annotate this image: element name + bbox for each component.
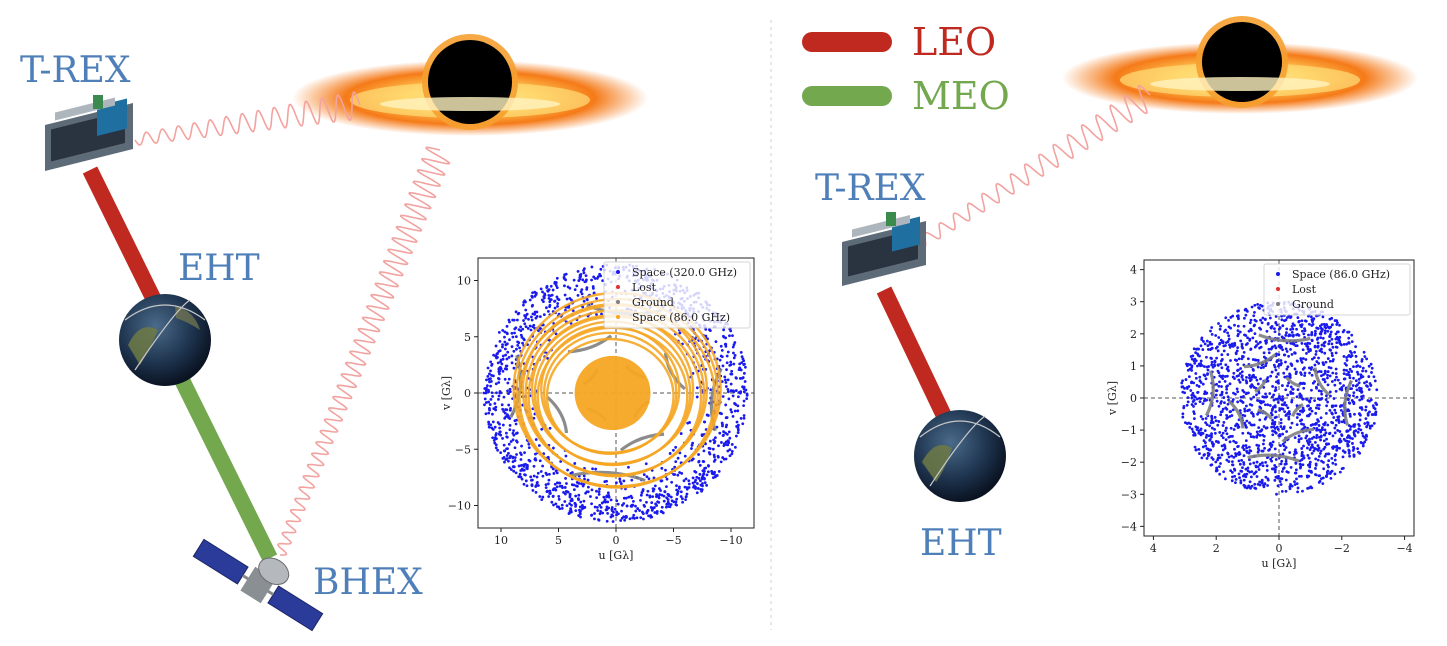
satellite-icon: [842, 212, 926, 286]
signal-wave-bhex: [277, 146, 451, 556]
bhex-satellite-icon: [192, 538, 324, 632]
legend-entry: Space (320.0 GHz): [632, 266, 737, 279]
y-tick-label: 0: [1130, 392, 1137, 405]
orbit-legend: LEO MEO: [802, 20, 1010, 118]
y-tick-label: −4: [1121, 520, 1137, 533]
uv-chart-2: 4 2 0 −2 −4 4 3 2 1 0 −1 −2 −3 −4 u [Gλ] v [Gλ] Space (8…: [1106, 259, 1415, 570]
y-tick-label: −1: [1121, 424, 1137, 437]
earth-globe-icon: [119, 294, 211, 386]
y-tick-label: −10: [448, 500, 471, 513]
satellite-icon: [45, 95, 133, 171]
black-hole-icon: [1062, 16, 1418, 114]
y-axis-label: v [Gλ]: [1106, 381, 1119, 416]
series-ground: [1204, 333, 1354, 463]
y-tick-label: 3: [1130, 296, 1137, 309]
x-tick-label: 4: [1150, 542, 1157, 555]
meo-link-left: [170, 368, 278, 562]
y-tick-label: −2: [1121, 456, 1137, 469]
bhex-label: BHEX: [313, 562, 423, 603]
x-tick-label: −4: [1396, 542, 1412, 555]
x-tick-label: 5: [555, 534, 562, 547]
legend-marker: [616, 270, 620, 274]
x-axis-label: u [Gλ]: [599, 549, 634, 562]
y-tick-label: 4: [1130, 264, 1137, 277]
leo-link-left: [82, 166, 166, 312]
black-hole-icon: [292, 34, 648, 136]
y-tick-label: 10: [457, 275, 471, 288]
x-tick-label: 0: [613, 534, 620, 547]
signal-wave-trex-left: [134, 91, 361, 146]
legend-entry: Ground: [632, 296, 674, 309]
y-tick-label: 0: [464, 387, 471, 400]
right-trex-label: T-REX: [815, 168, 926, 209]
plot-area: [1144, 260, 1414, 536]
leo-legend-label: LEO: [912, 20, 996, 64]
legend-entry: Space (86.0 GHz): [1292, 268, 1390, 281]
y-tick-label: 1: [1130, 360, 1137, 373]
legend-marker: [616, 300, 620, 304]
y-tick-label: 2: [1130, 328, 1137, 341]
x-tick-label: 0: [1276, 542, 1283, 555]
legend-marker: [1276, 302, 1280, 306]
legend-entry: Space (86.0 GHz): [632, 311, 730, 324]
left-eht-label: EHT: [178, 248, 260, 289]
y-tick-label: −5: [455, 443, 471, 456]
left-trex-label: T-REX: [20, 50, 131, 91]
x-tick-label: −5: [665, 534, 681, 547]
x-axis-label: u [Gλ]: [1262, 557, 1297, 570]
legend-entry: Lost: [632, 281, 657, 294]
legend-marker: [616, 285, 620, 289]
signal-wave-trex-right: [917, 84, 1151, 249]
y-tick-label: 5: [464, 331, 471, 344]
x-tick-label: 10: [494, 534, 508, 547]
x-tick-label: −10: [719, 534, 742, 547]
legend-marker: [1276, 287, 1280, 291]
meo-legend-label: MEO: [912, 74, 1010, 118]
right-eht-label: EHT: [920, 523, 1002, 564]
uv-chart-1: 10 5 0 −5 −10 10 5 0 −5 −10 u [Gλ] v [Gλ] Space (320…: [440, 257, 755, 562]
legend-entry: Lost: [1292, 283, 1317, 296]
x-tick-label: 2: [1213, 542, 1220, 555]
y-axis-label: v [Gλ]: [440, 376, 453, 411]
legend-marker: [1276, 272, 1280, 276]
leo-link-right: [876, 286, 953, 422]
legend-entry: Ground: [1292, 298, 1334, 311]
x-tick-label: −2: [1334, 542, 1350, 555]
legend-marker: [616, 315, 620, 319]
y-tick-label: −3: [1121, 488, 1137, 501]
earth-globe-icon: [914, 410, 1006, 502]
